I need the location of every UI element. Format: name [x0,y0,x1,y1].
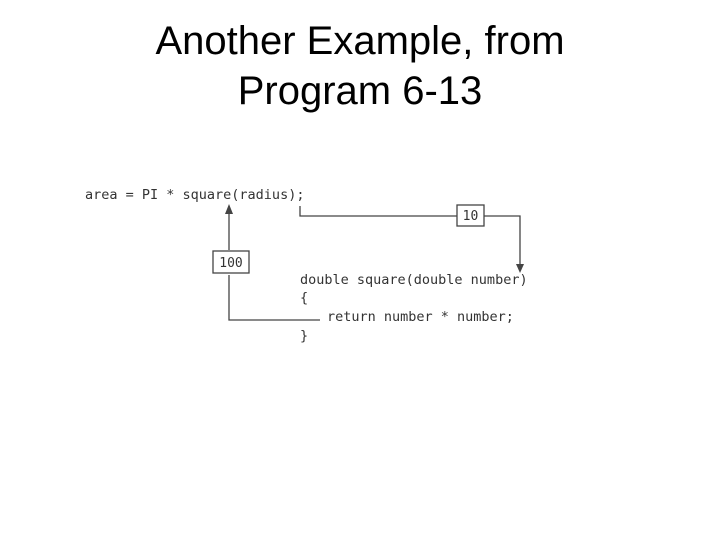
return-arrowhead [225,204,233,214]
argument-connector-left [299,206,457,217]
function-close-brace: } [300,328,308,344]
return-connector-lower [228,275,320,321]
return-value-box [212,250,250,274]
argument-value-label: 10 [463,209,479,224]
argument-arrowhead [516,264,524,273]
call-statement: area = PI * square(radius); [85,187,304,203]
argument-connector-right [484,215,521,265]
slide-title-line-2: Program 6-13 [237,69,483,113]
slide-title-line-1: Another Example, from [155,19,565,63]
return-value-label: 100 [219,256,242,271]
function-open-brace: { [300,290,308,306]
function-return-statement: return number * number; [327,309,514,325]
function-header: double square(double number) [300,272,528,288]
slide-title: Another Example, from Program 6-13 [0,16,720,116]
argument-value-box [456,204,485,227]
